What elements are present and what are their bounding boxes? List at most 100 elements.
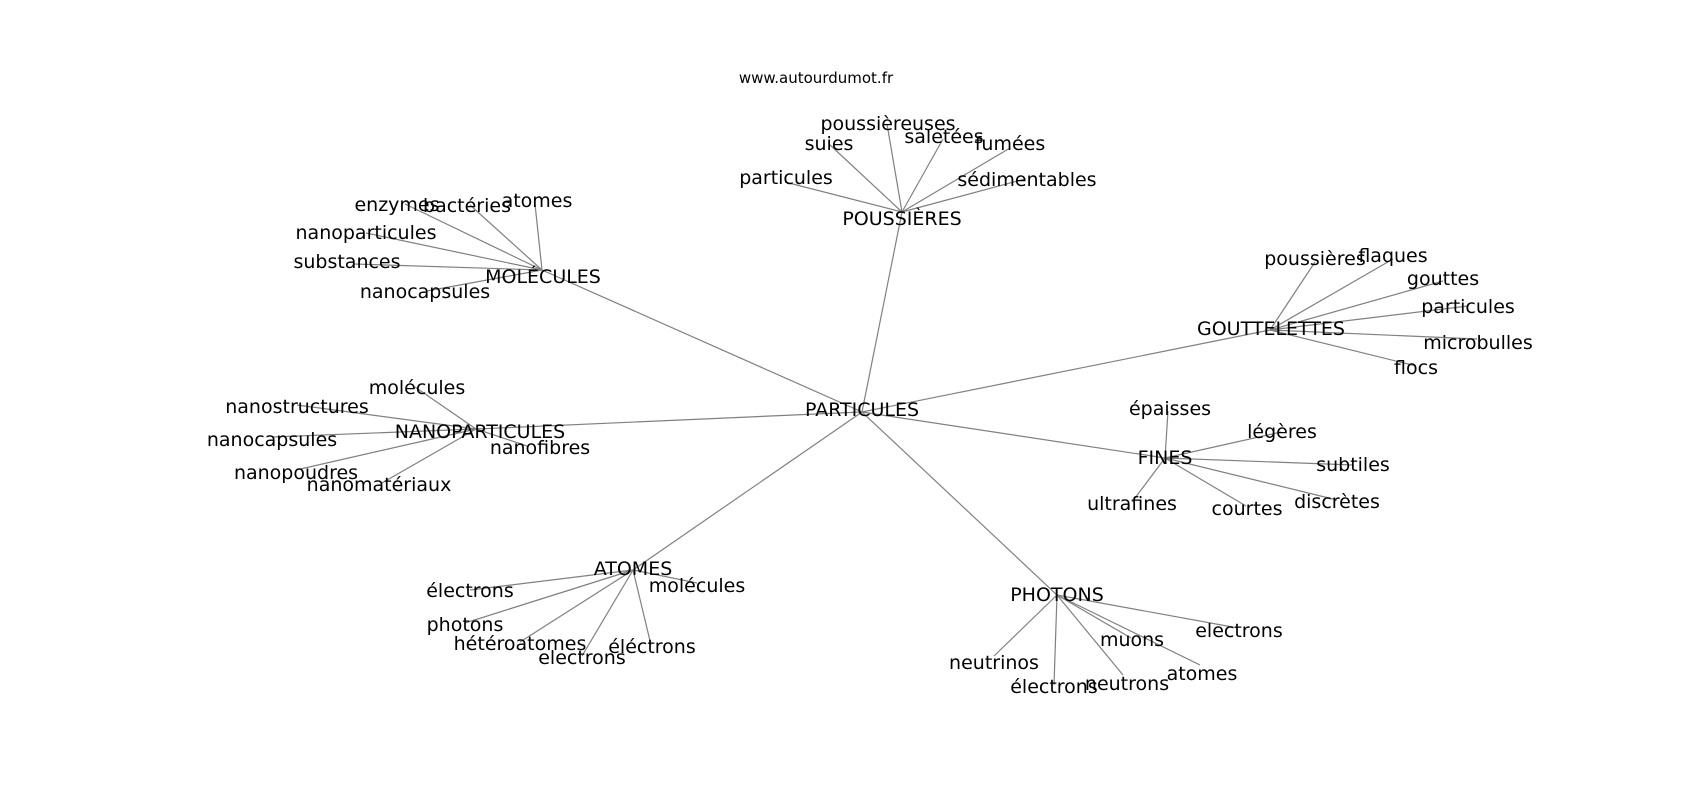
edge-poussieres-suies xyxy=(828,143,903,213)
edge-center-fines xyxy=(861,411,1166,459)
edge-center-gouttelettes xyxy=(861,329,1271,413)
leaf-label-fines-legeres: légères xyxy=(1247,421,1317,443)
edge-center-poussieres xyxy=(861,211,903,413)
edge-photons-electrons xyxy=(1056,594,1239,629)
leaf-label-fines-discretes: discrètes xyxy=(1294,491,1380,513)
edge-nanoparticules-molecules xyxy=(414,386,477,430)
leaf-label-nanoparticules-molecules: molécules xyxy=(369,377,465,399)
leaf-label-atomes-electrons: electrons xyxy=(538,647,626,669)
leaf-label-gouttelettes-flaques: flaques xyxy=(1358,245,1427,267)
edge-fines-legeres xyxy=(1164,431,1282,459)
edge-fines-epaisses xyxy=(1164,410,1169,459)
cluster-label-molecules: MOLÉCULES xyxy=(485,265,601,288)
leaf-label-poussieres-suies: suies xyxy=(805,133,854,155)
leaf-label-fines-subtiles: subtiles xyxy=(1316,454,1390,476)
edge-center-photons xyxy=(861,411,1058,596)
leaf-label-atomes-molecules: molécules xyxy=(649,575,745,597)
center-node-label: PARTICULES xyxy=(805,399,919,421)
leaf-label-poussieres-saletees: saletées xyxy=(904,126,983,148)
edge-molecules-bacteries xyxy=(469,204,543,271)
leaf-label-atomes-electrons: éléctrons xyxy=(608,636,696,658)
website-label: www.autourdumot.fr xyxy=(739,69,894,87)
cluster-label-photons: PHOTONS xyxy=(1010,584,1104,606)
leaf-label-gouttelettes-gouttes: gouttes xyxy=(1407,268,1479,290)
edge-poussieres-poussiereuses xyxy=(886,123,903,213)
edge-fines-discretes xyxy=(1164,457,1338,501)
edge-nanoparticules-nanofibres xyxy=(475,428,528,447)
edge-photons-atomes xyxy=(1056,594,1201,666)
cluster-label-fines: FINES xyxy=(1138,447,1193,469)
leaf-label-nanoparticules-nanofibres: nanofibres xyxy=(490,437,590,459)
edge-poussieres-particules xyxy=(784,181,903,213)
edge-center-nanoparticules xyxy=(475,411,863,430)
graph-edges xyxy=(271,123,1478,686)
edge-photons-neutrinos xyxy=(993,594,1058,657)
edge-nanoparticules-nanocapsules xyxy=(271,428,477,438)
leaf-label-gouttelettes-flocs: flocs xyxy=(1394,357,1438,379)
edge-center-molecules xyxy=(541,269,863,413)
edge-molecules-enzymes xyxy=(404,203,543,271)
edge-gouttelettes-particules xyxy=(1269,305,1469,331)
cluster-label-poussieres: POUSSIÈRES xyxy=(842,207,961,230)
edge-photons-electrons xyxy=(1053,594,1058,686)
leaf-label-molecules-nanocapsules: nanocapsules xyxy=(360,281,490,303)
leaf-label-gouttelettes-particules: particules xyxy=(1421,296,1515,318)
leaf-label-nanoparticules-nanopoudres: nanopoudres xyxy=(234,462,358,484)
cluster-label-nanoparticules: NANOPARTICULES xyxy=(395,421,565,443)
edge-gouttelettes-poussieres xyxy=(1269,261,1316,331)
edge-nanoparticules-nanopoudres xyxy=(295,428,477,471)
edge-poussieres-sedimentables xyxy=(901,178,1026,213)
graph-labels: PARTICULESPOUSSIÈRESparticulessuiespouss… xyxy=(207,113,1533,698)
leaf-label-photons-electrons: electrons xyxy=(1195,620,1283,642)
edge-gouttelettes-gouttes xyxy=(1269,280,1444,331)
edge-molecules-substances xyxy=(353,263,543,271)
edge-fines-ultrafines xyxy=(1131,457,1166,503)
leaf-label-gouttelettes-poussieres: poussières xyxy=(1264,248,1365,270)
cluster-label-atomes: ATOMES xyxy=(594,558,673,580)
edge-fines-courtes xyxy=(1164,457,1247,507)
edge-atomes-photons xyxy=(464,569,634,624)
edge-nanoparticules-nanomateriaux xyxy=(381,428,477,484)
edge-fines-subtiles xyxy=(1164,457,1354,466)
edge-atomes-molecules xyxy=(632,569,698,584)
edge-atomes-electrons xyxy=(632,569,652,646)
edge-center-atomes xyxy=(632,411,863,571)
edge-gouttelettes-microbulles xyxy=(1269,329,1478,340)
leaf-label-poussieres-sedimentables: sédimentables xyxy=(957,169,1096,191)
leaf-label-photons-electrons: électrons xyxy=(1010,676,1098,698)
leaf-label-atomes-electrons: électrons xyxy=(426,580,514,602)
edge-atomes-heteroatomes xyxy=(519,569,634,643)
leaf-label-photons-atomes: atomes xyxy=(1167,663,1238,685)
leaf-label-molecules-enzymes: enzymes xyxy=(354,194,439,216)
leaf-label-atomes-heteroatomes: hétéroatomes xyxy=(454,633,587,655)
edge-poussieres-saletees xyxy=(901,138,944,213)
leaf-label-nanoparticules-nanostructures: nanostructures xyxy=(225,396,368,418)
cluster-label-gouttelettes: GOUTTELETTES xyxy=(1197,318,1345,340)
leaf-label-molecules-bacteries: bactéries xyxy=(423,195,511,217)
leaf-label-nanoparticules-nanomateriaux: nanomatériaux xyxy=(307,474,452,496)
edge-molecules-atomes xyxy=(534,203,543,271)
edge-atomes-electrons xyxy=(581,569,634,657)
edge-gouttelettes-flaques xyxy=(1269,258,1394,331)
leaf-label-photons-neutrons: neutrons xyxy=(1085,673,1169,695)
leaf-label-molecules-nanoparticules: nanoparticules xyxy=(296,222,437,244)
leaf-label-poussieres-particules: particules xyxy=(739,167,833,189)
leaf-label-photons-neutrinos: neutrinos xyxy=(949,652,1039,674)
edge-nanoparticules-nanostructures xyxy=(296,404,477,430)
edge-molecules-nanoparticules xyxy=(365,232,543,271)
leaf-label-molecules-atomes: atomes xyxy=(502,190,573,212)
leaf-label-nanoparticules-nanocapsules: nanocapsules xyxy=(207,429,337,451)
leaf-label-fines-courtes: courtes xyxy=(1212,498,1283,520)
edge-poussieres-fumees xyxy=(901,147,1011,213)
leaf-label-photons-muons: muons xyxy=(1100,629,1164,651)
leaf-label-gouttelettes-microbulles: microbulles xyxy=(1423,332,1533,354)
leaf-label-poussieres-poussiereuses: poussièreuses xyxy=(820,113,955,135)
leaf-label-molecules-substances: substances xyxy=(293,251,400,273)
edge-gouttelettes-flocs xyxy=(1269,329,1417,367)
edge-photons-neutrons xyxy=(1056,594,1124,676)
edge-photons-muons xyxy=(1056,594,1132,639)
edge-atomes-electrons xyxy=(469,569,634,591)
leaf-label-fines-epaisses: épaisses xyxy=(1129,398,1211,420)
leaf-label-fines-ultrafines: ultrafines xyxy=(1087,493,1177,515)
